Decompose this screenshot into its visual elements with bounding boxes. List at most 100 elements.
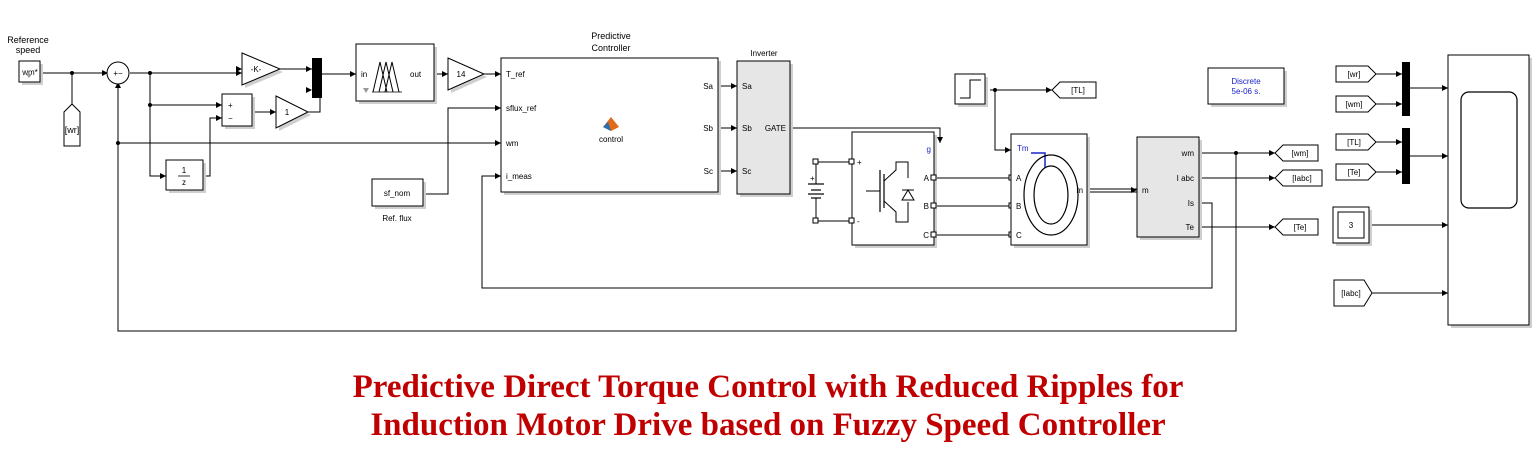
bus-output-is: Is <box>1188 199 1194 208</box>
goto-te-label: [Te] <box>1294 223 1307 232</box>
motor-stator-icon <box>1023 154 1079 236</box>
gain-k-label: -K- <box>251 65 262 74</box>
mux-3[interactable] <box>1402 128 1410 184</box>
from-tl-label: [TL] <box>1347 138 1361 147</box>
predictive-controller-block[interactable]: Predictive Controller T_ref sflux_ref wm… <box>500 31 721 195</box>
controller-title-line1: Predictive <box>591 31 631 41</box>
gain-k-block[interactable]: -K- <box>241 52 283 88</box>
down-arrow-icon <box>363 88 369 93</box>
bus-selector-block[interactable]: m wm I abc Is Te <box>1136 136 1202 240</box>
controller-input-wm: wm <box>505 139 519 148</box>
igbt-phase-c: C <box>923 231 929 240</box>
motor-m-label: m <box>1076 186 1083 195</box>
from-te-label: [Te] <box>1348 168 1361 177</box>
controller-title-line2: Controller <box>591 43 630 53</box>
discrete-label: Discrete <box>1231 77 1261 86</box>
reference-speed-title-line1: Reference <box>7 35 49 45</box>
fuzzy-membership-icon <box>372 61 402 93</box>
goto-iabc-label: [Iabc] <box>1292 174 1312 183</box>
goto-te-tag[interactable]: [Te] <box>1274 218 1319 236</box>
down-arrow-icon <box>26 74 32 78</box>
sum-block[interactable]: +− <box>106 61 130 85</box>
sum-signs: +− <box>113 69 123 78</box>
motor-phase-a: A <box>1016 174 1022 183</box>
from-te-tag[interactable]: [Te] <box>1335 163 1377 181</box>
bus-input-m: m <box>1142 186 1149 195</box>
fuzzy-controller-block[interactable]: in out <box>355 43 437 104</box>
matlab-function-icon <box>603 117 619 131</box>
igbt-bridge-block[interactable]: g + - A B C <box>851 131 937 248</box>
headline-line-1: Predictive Direct Torque Control with Re… <box>352 369 1184 405</box>
inverter-title: Inverter <box>750 49 777 58</box>
igbt-phase-b: B <box>924 202 929 211</box>
ref-flux-label: Ref. flux <box>382 214 411 223</box>
unit-delay-block[interactable]: 1 z <box>165 159 206 193</box>
inverter-input-sa: Sa <box>742 82 752 91</box>
sf-nom-label: sf_nom <box>384 189 411 198</box>
motor-phase-c: C <box>1016 231 1022 240</box>
fuzzy-in-label: in <box>361 70 367 79</box>
from-wr-tag[interactable]: [wr] <box>1335 65 1377 83</box>
reference-speed-block[interactable]: Reference speed wm* <box>7 35 49 85</box>
sum2-minus: − <box>228 114 233 123</box>
bus-output-iabc: I abc <box>1177 174 1194 183</box>
motor-rotor-icon <box>1033 165 1069 225</box>
igbt-symbol-icon <box>866 161 915 223</box>
powergui-discrete-block[interactable]: Discrete 5e-06 s. <box>1207 67 1287 107</box>
from-wm-tag[interactable]: [wm] <box>1335 95 1377 113</box>
sf-nom-block[interactable]: sf_nom Ref. flux <box>371 178 426 223</box>
motor-phase-b: B <box>1016 202 1021 211</box>
headline: Predictive Direct Torque Control with Re… <box>0 368 1536 444</box>
gain-14-block[interactable]: 14 <box>447 57 487 93</box>
induction-motor-block[interactable]: Tm m A B C <box>1010 133 1090 248</box>
goto-tl-tag[interactable]: [TL] <box>1051 81 1097 99</box>
simulink-model-diagram: Reference speed wm* [wr] +− -K- + − 1 1 … <box>7 31 1532 332</box>
signal-wires <box>41 68 1448 332</box>
from-wr-label: [wr] <box>1348 70 1361 79</box>
controller-input-t-ref: T_ref <box>506 70 525 79</box>
scope-block[interactable] <box>1447 54 1532 328</box>
from-wm-label: [wm] <box>1346 100 1363 109</box>
scope-screen-icon <box>1460 91 1518 209</box>
dc-voltage-source[interactable]: + <box>808 162 824 221</box>
arrowheads <box>70 66 1448 296</box>
fuzzy-out-label: out <box>410 70 422 79</box>
inverter-input-sc: Sc <box>742 167 751 176</box>
goto-iabc-tag[interactable]: [Iabc] <box>1274 169 1323 187</box>
headline-line-2: Induction Motor Drive based on Fuzzy Spe… <box>370 407 1166 443</box>
mux-1[interactable] <box>312 58 322 98</box>
goto-wr-label: [wr] <box>65 125 80 135</box>
display-3-block[interactable]: 3 <box>1332 206 1372 246</box>
controller-input-sflux-ref: sflux_ref <box>506 104 537 113</box>
display-3-value: 3 <box>1349 221 1354 230</box>
sum2-plus: + <box>228 101 233 110</box>
goto-wm-tag[interactable]: [wm] <box>1274 144 1319 162</box>
goto-wr-tag[interactable]: [wr] <box>63 103 81 147</box>
igbt-phase-a: A <box>924 174 930 183</box>
mux-2[interactable] <box>1402 62 1410 116</box>
igbt-plus-label: + <box>857 158 862 167</box>
from-tl-tag[interactable]: [TL] <box>1335 133 1377 151</box>
gain-one-label: 1 <box>285 108 290 117</box>
controller-function-name: control <box>599 135 623 144</box>
inverter-block[interactable]: Inverter Sa Sb Sc GATE <box>736 49 793 197</box>
gain-one-block[interactable]: 1 <box>275 95 311 131</box>
unit-delay-denominator: z <box>182 178 186 187</box>
inverter-output-gate: GATE <box>765 124 786 133</box>
gain-14-label: 14 <box>457 70 466 79</box>
reference-speed-value: wm* <box>21 68 38 77</box>
igbt-gate-label: g <box>927 145 931 154</box>
sum2-block[interactable]: + − <box>221 93 255 129</box>
motor-tm-label: Tm <box>1017 144 1029 153</box>
step-block[interactable] <box>954 73 988 107</box>
reference-speed-title-line2: speed <box>16 45 41 55</box>
from-iabc-tag[interactable]: [Iabc] <box>1333 279 1373 307</box>
inverter-input-sb: Sb <box>742 124 752 133</box>
bus-output-te: Te <box>1186 223 1195 232</box>
controller-output-sb: Sb <box>703 124 713 133</box>
controller-output-sc: Sc <box>704 167 713 176</box>
controller-output-sa: Sa <box>703 82 713 91</box>
igbt-minus-label: - <box>857 217 860 226</box>
sample-time-label: 5e-06 s. <box>1232 87 1261 96</box>
bus-output-wm: wm <box>1181 149 1195 158</box>
